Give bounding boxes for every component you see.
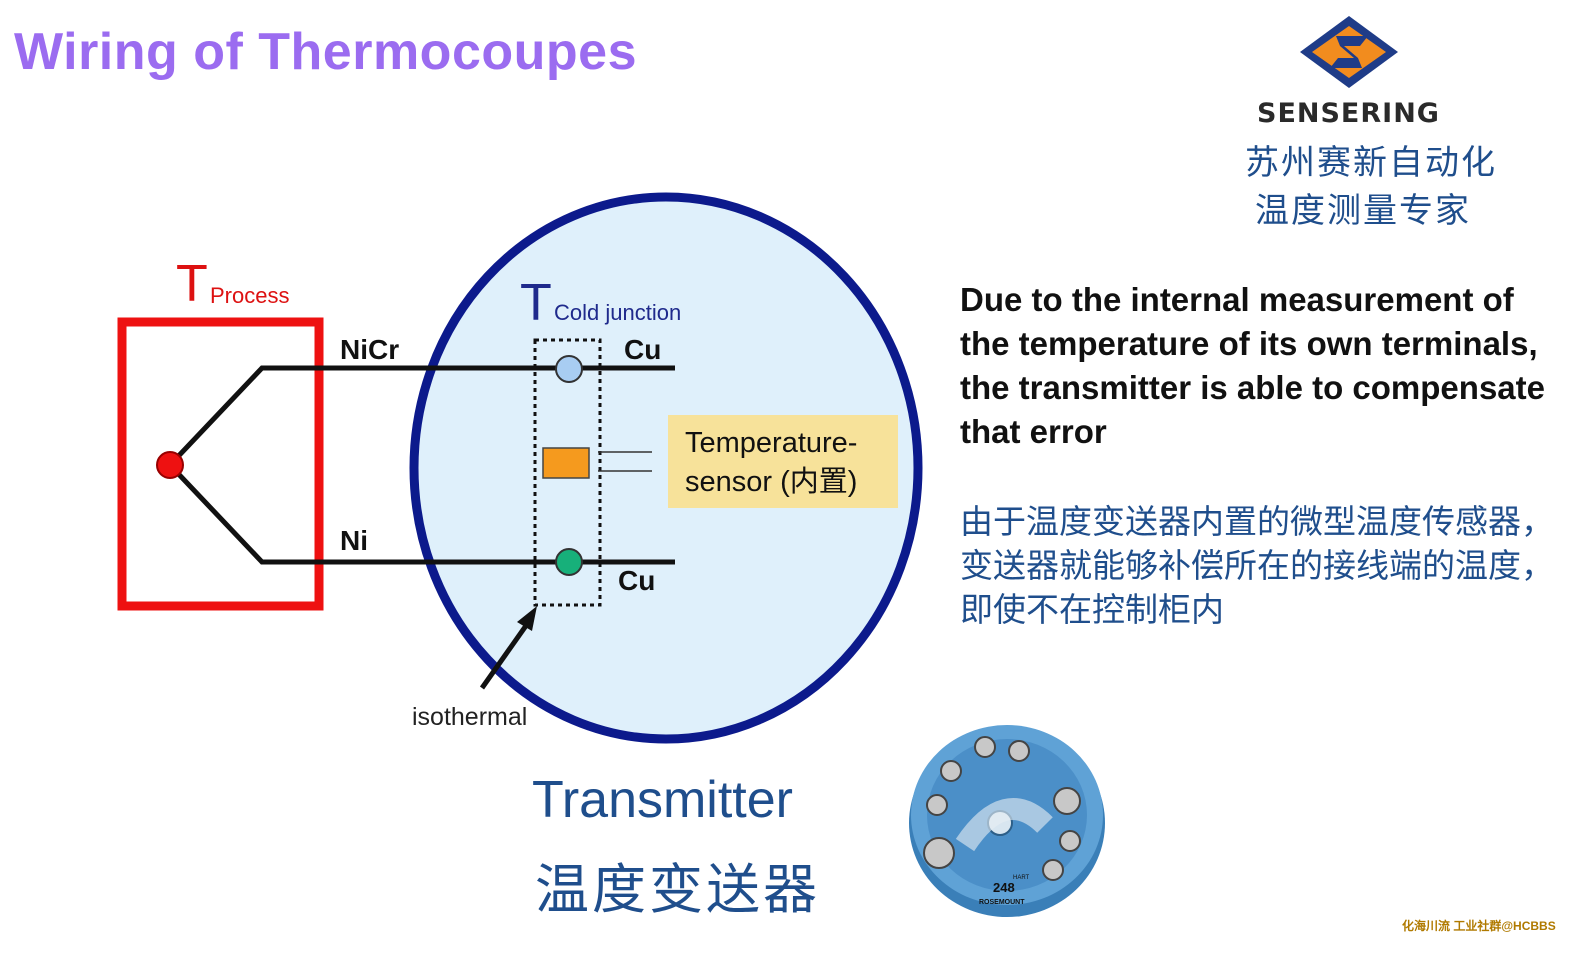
brand-name: SENSERING xyxy=(1257,98,1440,129)
device-tag: HART xyxy=(1013,875,1030,881)
rosemount-248-transmitter-image: 248 HART ROSEMOUNT xyxy=(909,725,1105,917)
english-explanation: Due to the internal measurement of the t… xyxy=(960,281,1545,450)
transmitter-label-cn: 温度变送器 xyxy=(535,858,820,921)
sensor-callout-text: Temperature- sensor (内置) xyxy=(685,424,857,502)
t-process-subscript: Process xyxy=(210,283,290,308)
page-title: Wiring of Thermocoupes xyxy=(14,23,637,81)
terminal-screws xyxy=(923,736,1081,881)
wire-label-cu-bottom: Cu xyxy=(618,565,656,596)
sensor-line1: Temperature- xyxy=(685,427,858,459)
t-cold-symbol: T xyxy=(520,274,552,332)
wire-label-nicr: NiCr xyxy=(340,334,400,365)
isothermal-arrow-head xyxy=(517,606,537,631)
nicr-wire xyxy=(168,365,675,467)
transmitter-label-en: Transmitter xyxy=(532,771,793,829)
brand-cn-line2: 温度测量专家 xyxy=(1255,191,1471,231)
cold-junction-top-dot xyxy=(555,355,583,383)
hot-junction-dot xyxy=(156,451,184,479)
sensor-callout-box xyxy=(668,415,898,508)
isothermal-arrow-shaft xyxy=(479,618,533,690)
isothermal-label: isothermal xyxy=(412,703,528,731)
brand-cn-line1: 苏州赛新自动化 xyxy=(1245,143,1497,183)
wire-label-cu-top: Cu xyxy=(624,334,662,365)
internal-sensor-block xyxy=(542,447,590,479)
device-brand: ROSEMOUNT xyxy=(979,899,1025,906)
t-process-symbol: T xyxy=(176,255,208,313)
sensering-logo-icon xyxy=(1300,16,1398,88)
wire-label-ni: Ni xyxy=(340,525,368,556)
watermark: 化海川流 工业社群@HCBBS xyxy=(1402,919,1556,933)
isothermal-block xyxy=(533,338,602,607)
sensor-line2: sensor (内置) xyxy=(685,466,858,498)
ni-wire xyxy=(168,463,675,565)
device-model: 248 xyxy=(993,880,1015,895)
transmitter-circle xyxy=(409,192,923,744)
process-box xyxy=(117,317,324,611)
chinese-explanation: 由于温度变送器内置的微型温度传感器，变送器就能够补偿所在的接线端的温度，即使不在… xyxy=(960,502,1554,629)
t-cold-subscript: Cold junction xyxy=(554,300,682,325)
cold-junction-bottom-dot xyxy=(555,548,583,576)
